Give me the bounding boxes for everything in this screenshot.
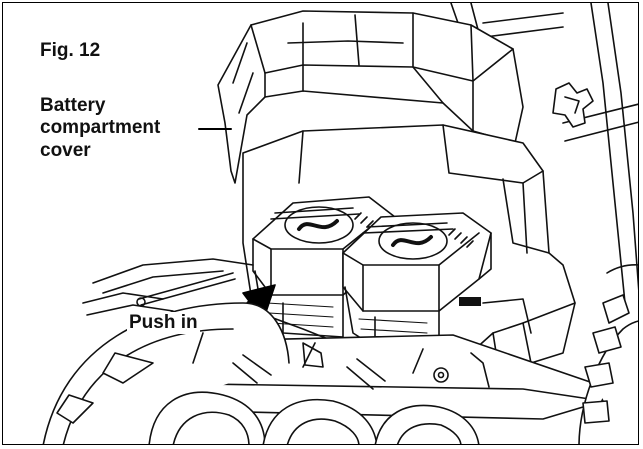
right-battery [342,212,492,350]
battery-compartment-cover [217,10,524,184]
right-wheel [578,264,638,444]
callout-battery-cover: Battery compartment cover [40,95,160,162]
callout-cover-line3: cover [40,139,91,161]
callout-push-in: Push in [127,312,200,335]
handle-frame [450,3,638,304]
adjust-knob [552,82,594,128]
auger-blades [56,332,480,444]
figure-number: Fig. 12 [40,40,101,61]
left-rod [136,272,236,307]
snow-blower-battery-illustration [42,3,638,444]
figure-frame: Fig. 12 Battery compartment cover Push i… [2,2,639,445]
callout-cover-line2: compartment [40,117,161,139]
callout-cover-line1: Battery [40,95,106,116]
